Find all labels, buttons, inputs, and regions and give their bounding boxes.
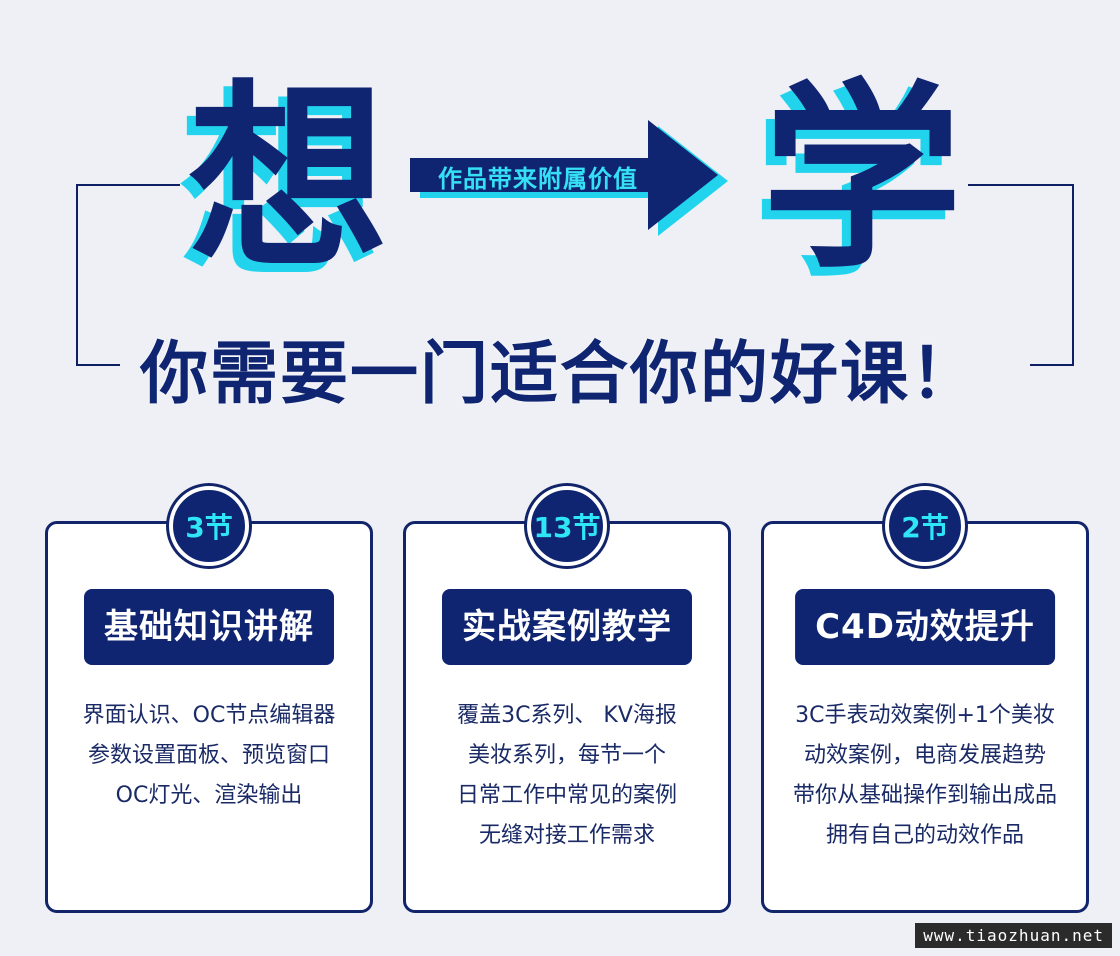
- lesson-count-badge: 13节: [527, 486, 607, 566]
- card-description: 界面认识、OC节点编辑器 参数设置面板、预览窗口 OC灯光、渲染输出: [48, 696, 370, 816]
- card-title: 基础知识讲解: [84, 589, 334, 665]
- frame-line-left-bottom: [76, 364, 120, 366]
- card-title: 实战案例教学: [442, 589, 692, 665]
- card-title: C4D动效提升: [795, 589, 1055, 665]
- description-line: 动效案例，电商发展趋势: [803, 743, 1046, 768]
- description-line: 无缝对接工作需求: [478, 823, 655, 848]
- description-line: 3C手表动效案例+1个美妆: [795, 703, 1055, 728]
- headline: 你需要一门适合你的好课！: [139, 335, 980, 414]
- arrow-text: 作品带来附属价值: [438, 165, 638, 193]
- lesson-count-badge: 3节: [169, 486, 249, 566]
- description-line: 拥有自己的动效作品: [825, 823, 1024, 848]
- description-line: 带你从基础操作到输出成品: [792, 783, 1057, 808]
- card-practice: 13节 实战案例教学 覆盖3C系列、 KV海报 美妆系列，每节一个 日常工作中常…: [403, 486, 731, 913]
- description-line: 日常工作中常见的案例: [456, 783, 677, 808]
- hero-right-char: 学: [762, 63, 963, 296]
- arrow-banner: 作品带来附属价值: [410, 118, 728, 244]
- watermark: www.tiaozhuan.net: [915, 923, 1112, 948]
- description-line: 美妆系列，每节一个: [467, 743, 666, 768]
- card-description: 3C手表动效案例+1个美妆 动效案例，电商发展趋势 带你从基础操作到输出成品 拥…: [764, 696, 1086, 856]
- frame-line-left-top: [76, 184, 180, 186]
- frame-line-right-bottom: [1030, 364, 1074, 366]
- description-line: 参数设置面板、预览窗口: [87, 743, 330, 768]
- frame-line-left-vertical: [76, 184, 78, 366]
- description-line: 界面认识、OC节点编辑器: [82, 703, 336, 728]
- arrow-shape: [410, 120, 728, 236]
- frame-line-right-top: [968, 184, 1074, 186]
- description-line: 覆盖3C系列、 KV海报: [457, 703, 677, 728]
- hero-left-char: 想: [188, 63, 389, 296]
- card-animation: 2节 C4D动效提升 3C手表动效案例+1个美妆 动效案例，电商发展趋势 带你从…: [761, 486, 1089, 913]
- frame-line-right-vertical: [1072, 184, 1074, 366]
- card-basics: 3节 基础知识讲解 界面认识、OC节点编辑器 参数设置面板、预览窗口 OC灯光、…: [45, 486, 373, 913]
- lesson-count-badge: 2节: [885, 486, 965, 566]
- description-line: OC灯光、渲染输出: [115, 783, 303, 808]
- card-description: 覆盖3C系列、 KV海报 美妆系列，每节一个 日常工作中常见的案例 无缝对接工作…: [406, 696, 728, 856]
